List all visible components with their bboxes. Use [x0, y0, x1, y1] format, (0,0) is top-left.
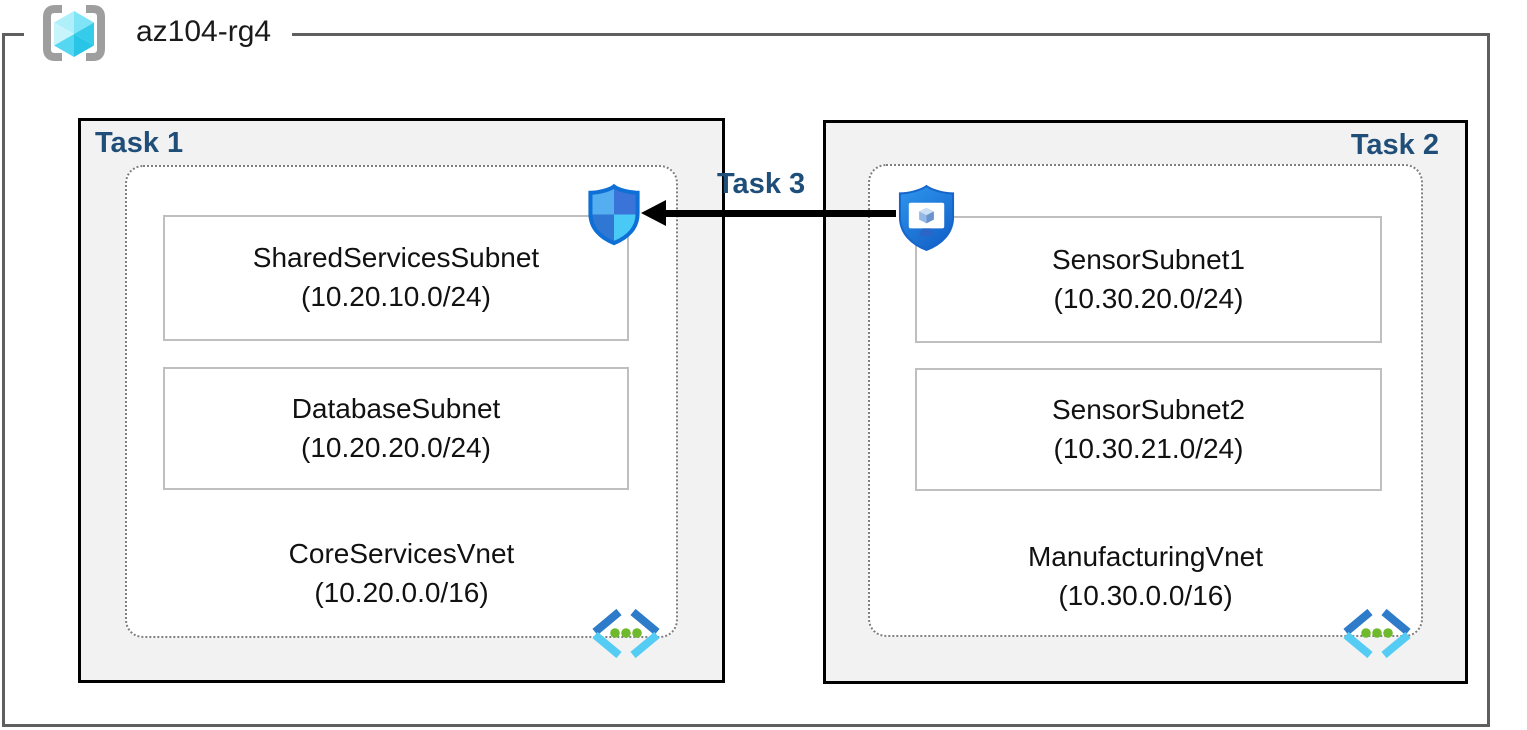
core-services-vnet-label: CoreServicesVnet (10.20.0.0/16) [125, 535, 678, 612]
subnet-name: SharedServicesSubnet [252, 242, 540, 274]
manufacturing-vnet-label: ManufacturingVnet (10.30.0.0/16) [868, 538, 1423, 615]
vnet-cidr: (10.30.0.0/16) [1058, 579, 1233, 611]
resource-group-boundary [2, 33, 1490, 727]
task1-label: Task 1 [95, 127, 184, 159]
vnet-name: ManufacturingVnet [1027, 541, 1264, 572]
subnet-cidr: (10.20.10.0/24) [301, 281, 491, 312]
database-subnet-box: DatabaseSubnet (10.20.20.0/24) [163, 367, 629, 490]
network-security-group-shield-icon [588, 183, 640, 246]
task3-arrow-shaft [663, 210, 896, 217]
sensor-subnet1-box: SensorSubnet1 (10.30.20.0/24) [915, 216, 1382, 343]
virtual-network-icon [1343, 608, 1411, 658]
task3-label: Task 3 [717, 168, 806, 200]
resource-group-icon [43, 5, 105, 61]
subnet-name: DatabaseSubnet [291, 392, 501, 424]
virtual-network-icon [592, 608, 660, 658]
subnet-name: SensorSubnet2 [1051, 393, 1246, 425]
resource-group-name: az104-rg4 [136, 15, 272, 48]
sensor-subnet2-box: SensorSubnet2 (10.30.21.0/24) [915, 368, 1382, 491]
task3-arrow-head-icon [641, 200, 666, 226]
vnet-name: CoreServicesVnet [288, 538, 515, 569]
subnet-cidr: (10.20.20.0/24) [301, 431, 491, 463]
vnet-cidr: (10.20.0.0/16) [314, 576, 489, 608]
shield-monitor-icon [898, 184, 955, 251]
task2-label: Task 2 [1350, 129, 1439, 161]
subnet-cidr: (10.30.21.0/24) [1053, 432, 1244, 464]
subnet-cidr: (10.30.20.0/24) [1053, 282, 1244, 314]
subnet-name: SensorSubnet1 [1051, 243, 1246, 275]
shared-services-subnet-box: SharedServicesSubnet (10.20.10.0/24) [163, 215, 629, 341]
